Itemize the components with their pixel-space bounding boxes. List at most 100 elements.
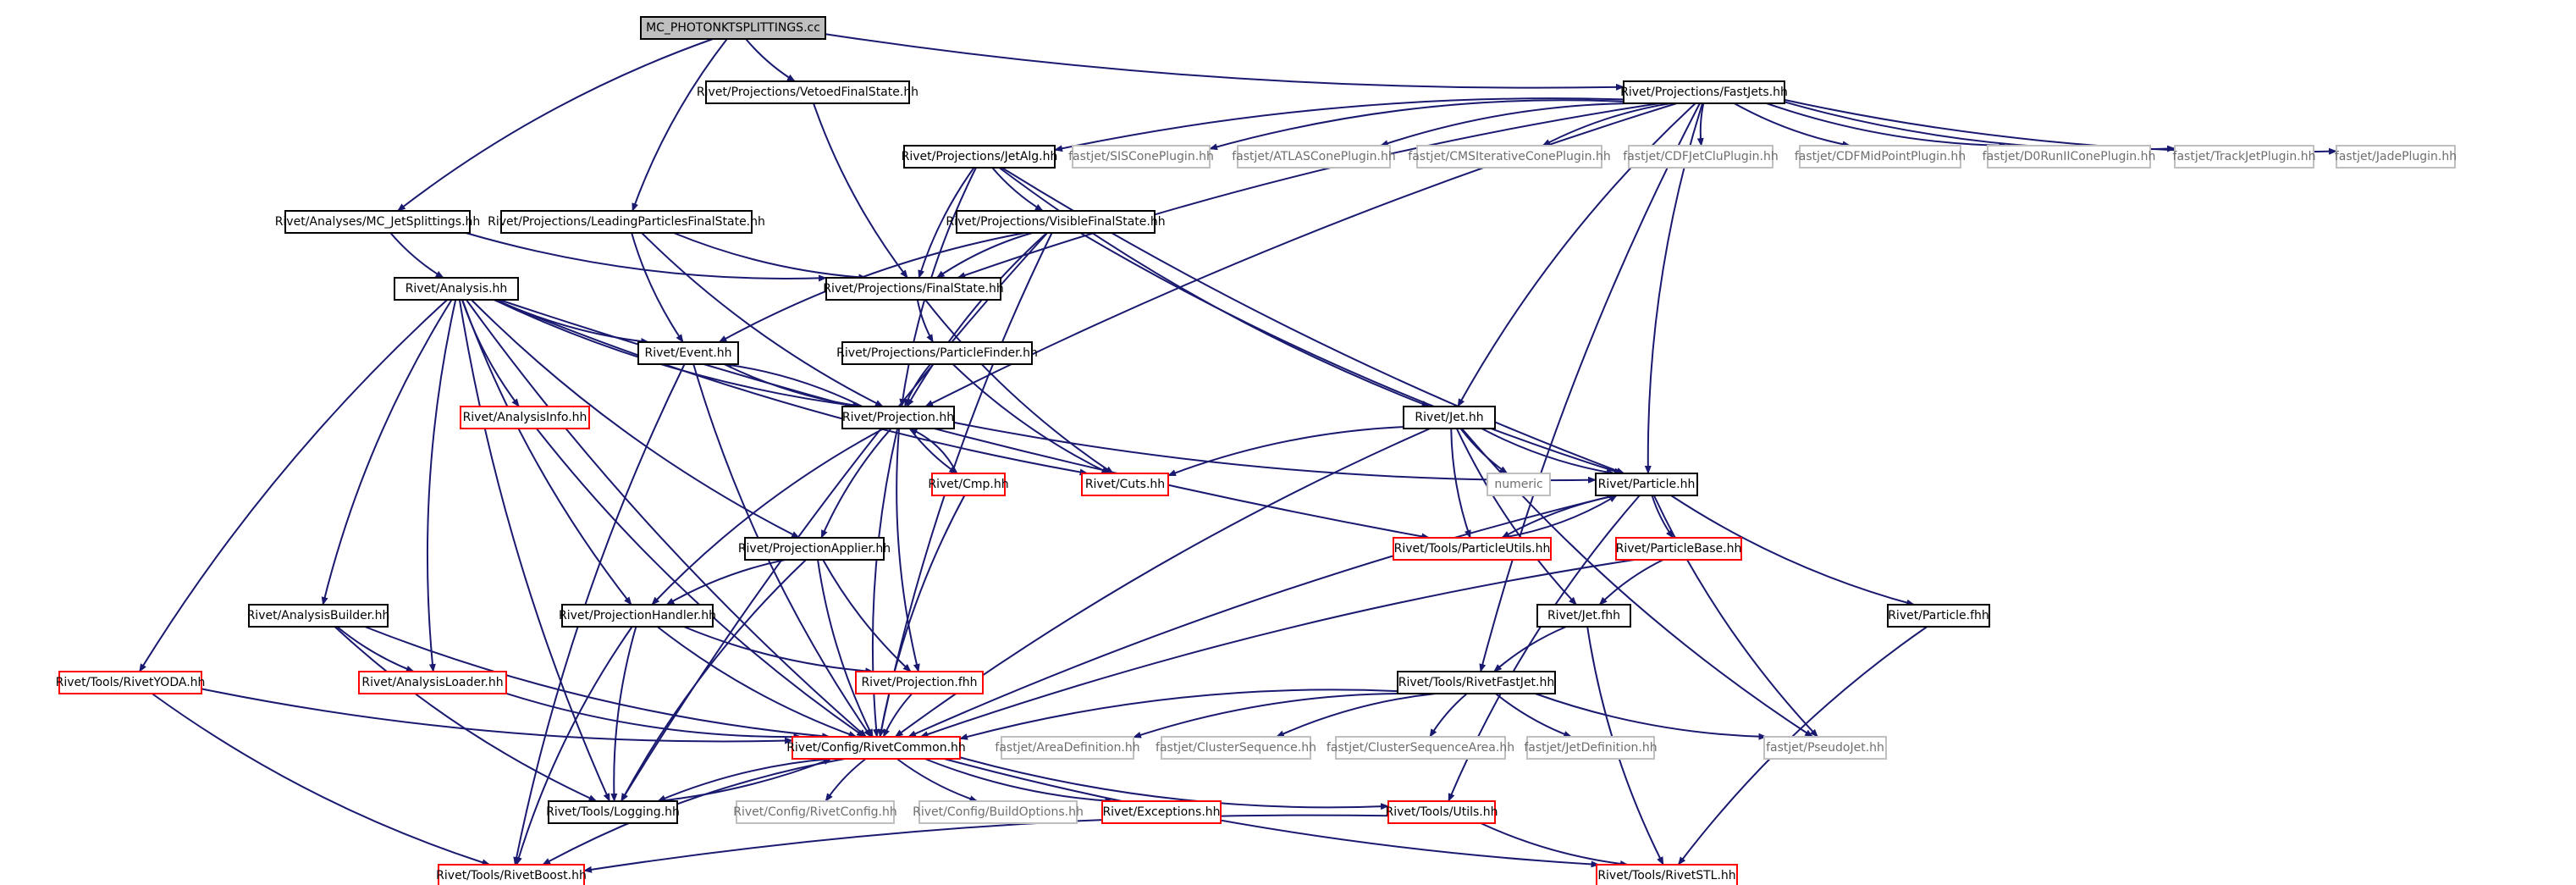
node-label: Rivet/Tools/RivetSTL.hh: [1597, 869, 1735, 882]
node-atlascone: fastjet/ATLASConePlugin.hh: [1232, 145, 1396, 169]
node-label: fastjet/CMSIterativeConePlugin.hh: [1408, 150, 1610, 163]
node-box: [640, 16, 826, 40]
edge-fastjets-to-siscone: [1209, 99, 1624, 151]
node-pfinder[interactable]: Rivet/Projections/ParticleFinder.hh: [836, 341, 1038, 365]
node-label: fastjet/SISConePlugin.hh: [1068, 150, 1214, 163]
node-box: [931, 473, 1006, 496]
edge-common-to-logging: [657, 758, 831, 802]
node-label: fastjet/D0RunIIConePlugin.hh: [1983, 150, 2156, 163]
node-box: [1387, 800, 1496, 824]
edge-projection-to-projfhh: [896, 428, 920, 672]
edge-pfinder-to-projection: [903, 363, 931, 407]
edge-projhandler-to-boost: [516, 626, 633, 866]
node-label: Rivet/Projections/FinalState.hh: [823, 282, 1003, 296]
node-logging[interactable]: Rivet/Tools/Logging.hh: [546, 800, 680, 824]
node-visible[interactable]: Rivet/Projections/VisibleFinalState.hh: [946, 210, 1166, 234]
node-root[interactable]: MC_PHOTONKTSPLITTINGS.cc: [640, 16, 826, 40]
node-box: [825, 277, 1001, 301]
edge-rivetyoda-to-boost: [152, 693, 491, 866]
node-exceptions[interactable]: Rivet/Exceptions.hh: [1101, 800, 1222, 824]
edge-jetalg-to-finalstate: [918, 167, 975, 279]
edge-pfinder-to-cuts: [952, 363, 1111, 474]
edge-logging-to-common: [658, 758, 832, 802]
edge-root-to-fastjets: [825, 33, 1624, 91]
edge-fastjets-to-atlascone: [1379, 102, 1638, 147]
edge-pbase-to-jetfhh: [1598, 559, 1664, 606]
edge-jet-to-jetfhh: [1455, 428, 1577, 606]
node-projfhh[interactable]: Rivet/Projection.fhh: [855, 671, 984, 694]
edge-fastjets-to-cdfmid: [1734, 102, 1851, 148]
node-label: Rivet/Analysis.hh: [405, 282, 508, 296]
node-cmp[interactable]: Rivet/Cmp.hh: [928, 473, 1009, 496]
node-jet[interactable]: Rivet/Jet.hh: [1403, 406, 1496, 429]
node-label: Rivet/Particle.fhh: [1888, 609, 1989, 622]
edge-common-to-utils: [959, 756, 1389, 810]
node-fastjethh[interactable]: Rivet/Tools/RivetFastJet.hh: [1397, 671, 1556, 694]
node-event[interactable]: Rivet/Event.hh: [637, 341, 739, 365]
edge-jet-to-cuts: [1167, 426, 1404, 477]
node-label: fastjet/TrackJetPlugin.hh: [2173, 150, 2316, 163]
node-jetalg[interactable]: Rivet/Projections/JetAlg.hh: [902, 145, 1058, 169]
node-box: [1335, 736, 1506, 760]
edge-analysis-to-logging: [458, 299, 611, 802]
node-projection[interactable]: Rivet/Projection.hh: [841, 406, 955, 429]
node-label: fastjet/CDFJetCluPlugin.hh: [1623, 150, 1778, 163]
node-label: fastjet/JadePlugin.hh: [2335, 150, 2457, 163]
edge-finalstate-to-pfinder: [916, 299, 935, 343]
edge-jet-to-putils: [1450, 428, 1471, 539]
edge-fastjets-to-jet: [1457, 102, 1696, 407]
node-vetoed[interactable]: Rivet/Projections/VetoedFinalState.hh: [697, 80, 918, 104]
edge-projhandler-to-logging: [610, 626, 637, 802]
node-rivetyoda[interactable]: Rivet/Tools/RivetYODA.hh: [56, 671, 206, 694]
edge-projection-to-common: [871, 428, 899, 738]
node-boost[interactable]: Rivet/Tools/RivetBoost.hh: [436, 864, 587, 885]
edge-anainfo-to-common: [536, 428, 865, 738]
node-anabuilder[interactable]: Rivet/AnalysisBuilder.hh: [247, 604, 390, 628]
node-projapplier[interactable]: Rivet/ProjectionApplier.hh: [738, 537, 891, 561]
node-numeric: numeric: [1487, 473, 1551, 496]
edge-projhandler-to-projfhh: [683, 626, 874, 675]
edge-particle-to-pseudojet: [1652, 495, 1818, 738]
node-box: [1615, 537, 1742, 561]
node-pbase[interactable]: Rivet/ParticleBase.hh: [1615, 537, 1742, 561]
edge-particle-to-common: [907, 495, 1615, 738]
node-label: Rivet/Jet.hh: [1415, 411, 1483, 424]
node-jetdef: fastjet/JetDefinition.hh: [1524, 736, 1658, 760]
node-common[interactable]: Rivet/Config/RivetCommon.hh: [786, 736, 966, 760]
node-label: Rivet/ParticleBase.hh: [1616, 542, 1742, 556]
node-particlefhh[interactable]: Rivet/Particle.fhh: [1887, 604, 1990, 628]
node-projhandler[interactable]: Rivet/ProjectionHandler.hh: [559, 604, 716, 628]
node-mcjet[interactable]: Rivet/Analyses/MC_JetSplittings.hh: [275, 210, 481, 234]
node-label: Rivet/AnalysisBuilder.hh: [247, 609, 390, 622]
node-box: [438, 864, 585, 885]
node-box: [2174, 145, 2314, 169]
node-jetfhh[interactable]: Rivet/Jet.fhh: [1536, 604, 1631, 628]
edge-analysis-to-anainfo: [461, 299, 520, 407]
node-label: Rivet/Config/BuildOptions.hh: [913, 805, 1084, 819]
node-utils[interactable]: Rivet/Tools/Utils.hh: [1386, 800, 1498, 824]
edge-leading-to-projection: [641, 232, 884, 407]
node-anainfo[interactable]: Rivet/AnalysisInfo.hh: [460, 406, 590, 429]
node-finalstate[interactable]: Rivet/Projections/FinalState.hh: [823, 277, 1004, 301]
node-label: Rivet/Config/RivetConfig.hh: [733, 805, 896, 819]
node-box: [1595, 473, 1698, 496]
node-analysis[interactable]: Rivet/Analysis.hh: [394, 277, 519, 301]
node-label: Rivet/Cmp.hh: [928, 478, 1008, 491]
node-fastjets[interactable]: Rivet/Projections/FastJets.hh: [1620, 80, 1788, 104]
node-box: [918, 800, 1078, 824]
node-box: [956, 210, 1156, 234]
node-stl[interactable]: Rivet/Tools/RivetSTL.hh: [1596, 864, 1738, 885]
node-particle[interactable]: Rivet/Particle.hh: [1595, 473, 1698, 496]
node-leading[interactable]: Rivet/Projections/LeadingParticlesFinalS…: [488, 210, 765, 234]
node-box: [637, 341, 739, 365]
node-cuts[interactable]: Rivet/Cuts.hh: [1081, 473, 1169, 496]
edge-projapplier-to-logging: [621, 559, 807, 802]
edge-fastjets-to-d0run: [1766, 102, 2008, 149]
node-box: [792, 736, 961, 760]
node-putils[interactable]: Rivet/Tools/ParticleUtils.hh: [1393, 537, 1552, 561]
node-box: [1987, 145, 2151, 169]
node-label: Rivet/Projections/ParticleFinder.hh: [836, 346, 1038, 360]
node-box: [841, 406, 955, 429]
node-label: fastjet/ClusterSequenceArea.hh: [1327, 741, 1514, 755]
node-analoader[interactable]: Rivet/AnalysisLoader.hh: [358, 671, 507, 694]
